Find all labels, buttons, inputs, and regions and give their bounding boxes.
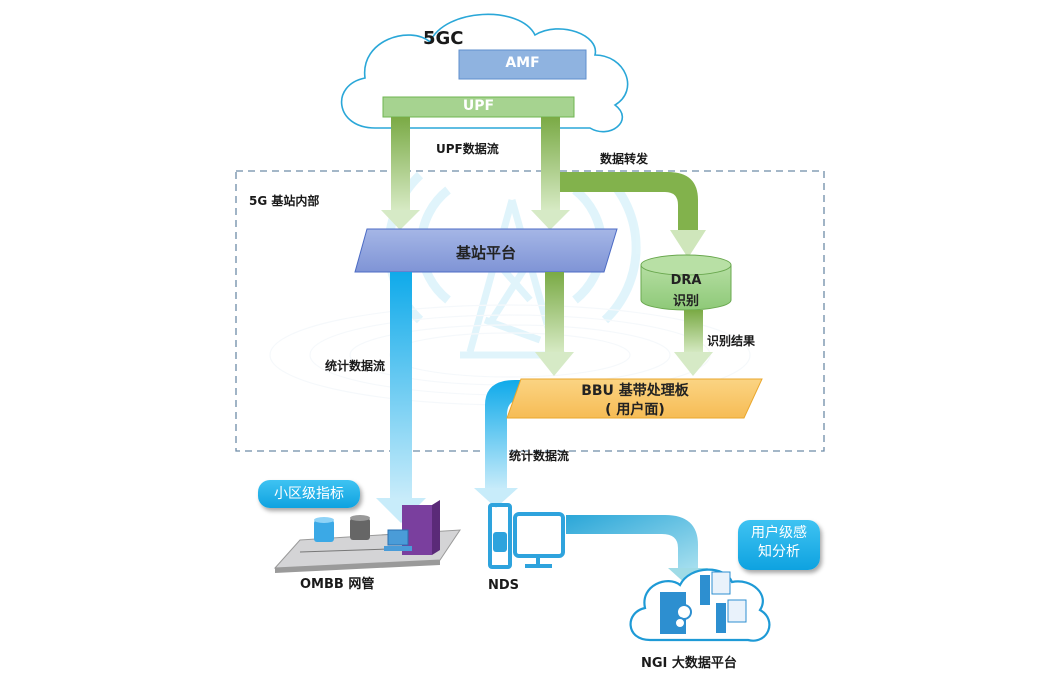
dra-database-icon [640,254,732,311]
ngi-cloud-icon [629,568,771,642]
upf-label: UPF [462,98,495,114]
platform-to-bbu-arrow [535,272,574,376]
base-station-region [235,170,825,452]
bbu-label-line2: ( 用户面) [605,402,665,418]
nds-server-icon [488,503,565,569]
bbu-label-line1: BBU 基带处理板 [581,383,689,399]
stats-flow-right-arrow [474,380,520,508]
result-arrow [674,310,713,376]
upf-box [382,96,575,118]
ngi-badge-line2: 知分析 [758,544,800,560]
upf-stream-label: UPF数据流 [436,142,499,156]
ngi-label: NGI 大数据平台 [641,656,737,671]
region-label: 5G 基站内部 [249,194,320,208]
core-title: 5GC [423,28,464,49]
amf-box [458,49,587,80]
stats-right-label: 统计数据流 [509,449,570,463]
upf-flow-right-arrow [531,117,570,230]
upf-flow-left-arrow [381,117,420,230]
bbu-board-box [506,378,763,419]
forward-label: 数据转发 [600,152,649,166]
dra-label-line2: 识别 [672,294,699,309]
ngi-badge-line1: 用户级感 [751,525,807,541]
nds-database-icon [493,532,507,552]
stats-flow-left-arrow [376,272,426,523]
ombb-label: OMBB 网管 [300,577,375,592]
result-label: 识别结果 [707,334,756,348]
platform-box [354,228,618,273]
dra-label-line1: DRA [670,273,702,288]
stats-left-label: 统计数据流 [325,359,386,373]
platform-label: 基站平台 [455,244,516,262]
nds-to-ngi-arrow [566,515,708,586]
data-forward-arrow [560,172,706,258]
ombb-network-icon [273,500,461,573]
nds-label: NDS [488,578,520,593]
ngi-badge: 用户级感 知分析 [738,520,820,570]
amf-label: AMF [505,55,540,71]
ombb-badge: 小区级指标 [258,480,360,508]
